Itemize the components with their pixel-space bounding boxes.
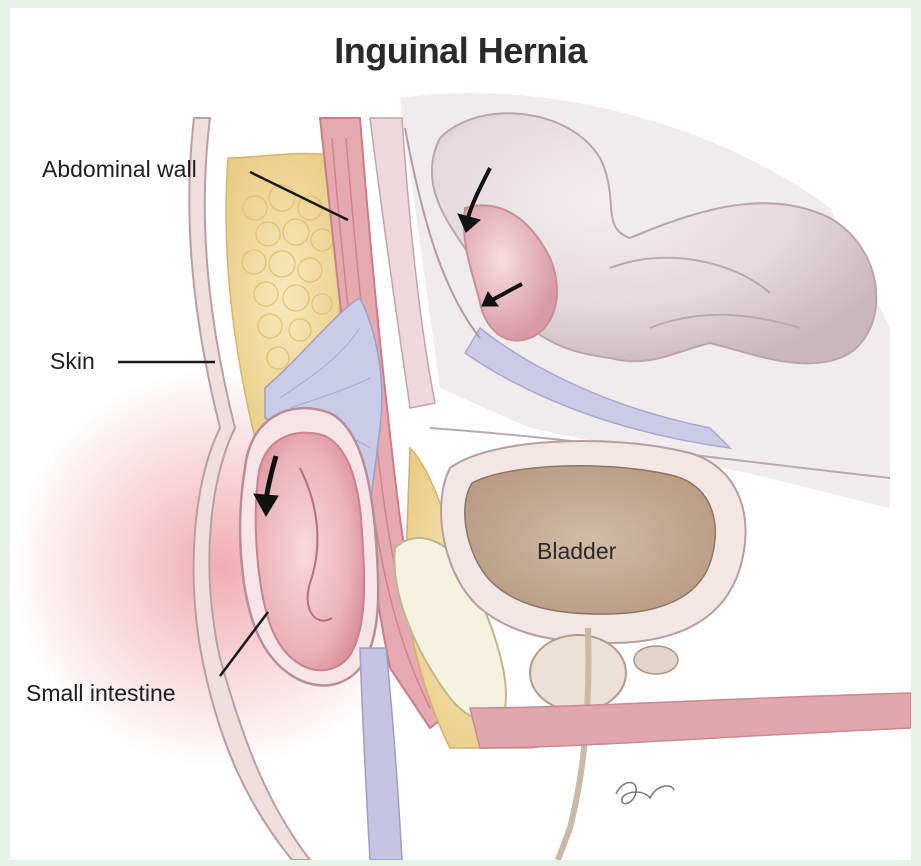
hernia-illustration [10, 8, 911, 860]
spermatic-cord [360, 648, 402, 860]
prostate [530, 635, 626, 711]
artist-signature [616, 782, 674, 803]
label-skin: Skin [50, 348, 95, 375]
label-small-intestine: Small intestine [26, 680, 176, 707]
figure-title: Inguinal Hernia [10, 30, 911, 72]
pelvic-floor-muscle [470, 693, 911, 748]
label-bladder: Bladder [537, 538, 616, 565]
seminal-vesicle [634, 646, 678, 674]
label-abdominal-wall: Abdominal wall [42, 156, 197, 183]
figure-frame: Inguinal Hernia Abdominal wall Skin Smal… [10, 8, 911, 860]
